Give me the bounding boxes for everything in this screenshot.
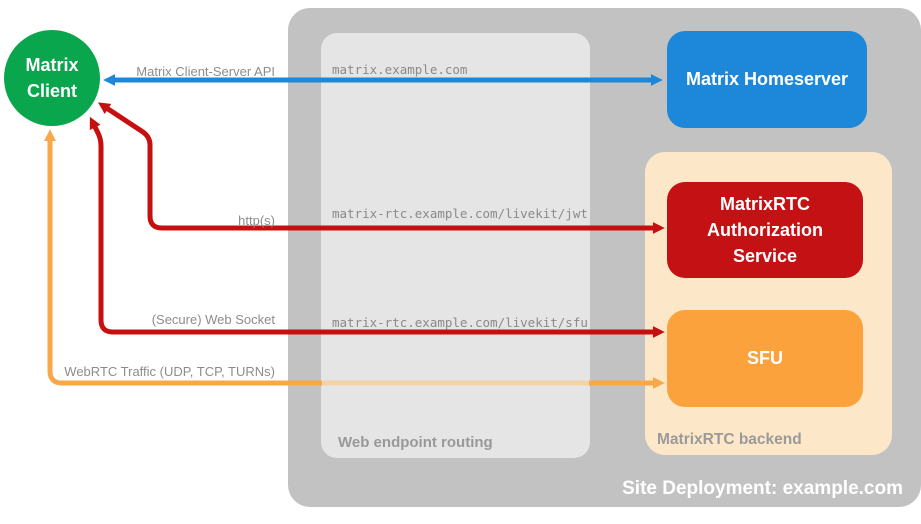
label-secure-websocket: (Secure) Web Socket — [151, 312, 275, 327]
matrix-client-label-line1: Matrix — [25, 55, 79, 75]
route-matrix-example-com: matrix.example.com — [332, 62, 468, 77]
matrixrtc-authorization-service-label: MatrixRTC Authorization Service — [707, 193, 823, 267]
matrixrtc-authorization-service-node: MatrixRTC Authorization Service — [667, 182, 863, 278]
web-endpoint-routing-container: Web endpoint routing — [321, 33, 590, 458]
matrix-homeserver-label: Matrix Homeserver — [685, 69, 849, 90]
sfu-label: SFU — [747, 348, 783, 369]
matrix-homeserver-node: Matrix Homeserver — [667, 31, 867, 128]
sfu-node: SFU — [667, 310, 863, 407]
route-livekit-jwt: matrix-rtc.example.com/livekit/jwt — [332, 206, 588, 221]
matrix-client-node: Matrix Client — [4, 30, 100, 126]
matrixrtc-backend-label: MatrixRTC backend — [657, 431, 802, 448]
label-client-server-api: Matrix Client-Server API — [136, 64, 275, 79]
site-deployment-label: Site Deployment: example.com — [622, 478, 903, 499]
label-https: http(s) — [238, 213, 275, 228]
label-webrtc-traffic: WebRTC Traffic (UDP, TCP, TURNs) — [64, 364, 275, 379]
route-livekit-sfu: matrix-rtc.example.com/livekit/sfu — [332, 315, 588, 330]
web-endpoint-routing-label: Web endpoint routing — [338, 434, 493, 451]
matrix-client-label-line2: Client — [26, 81, 77, 101]
